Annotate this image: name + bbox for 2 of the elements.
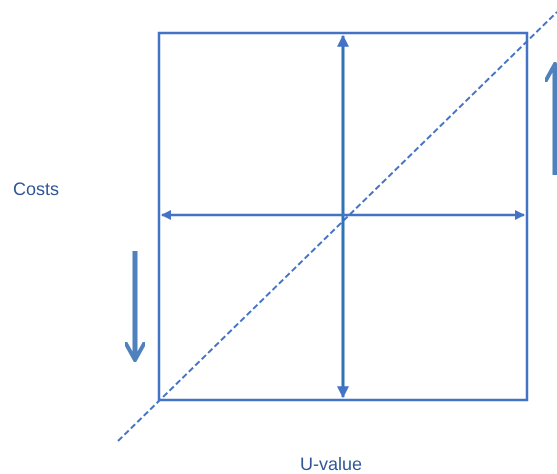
axis-label: U-value xyxy=(300,455,362,473)
axis-label: Costs xyxy=(13,180,60,198)
